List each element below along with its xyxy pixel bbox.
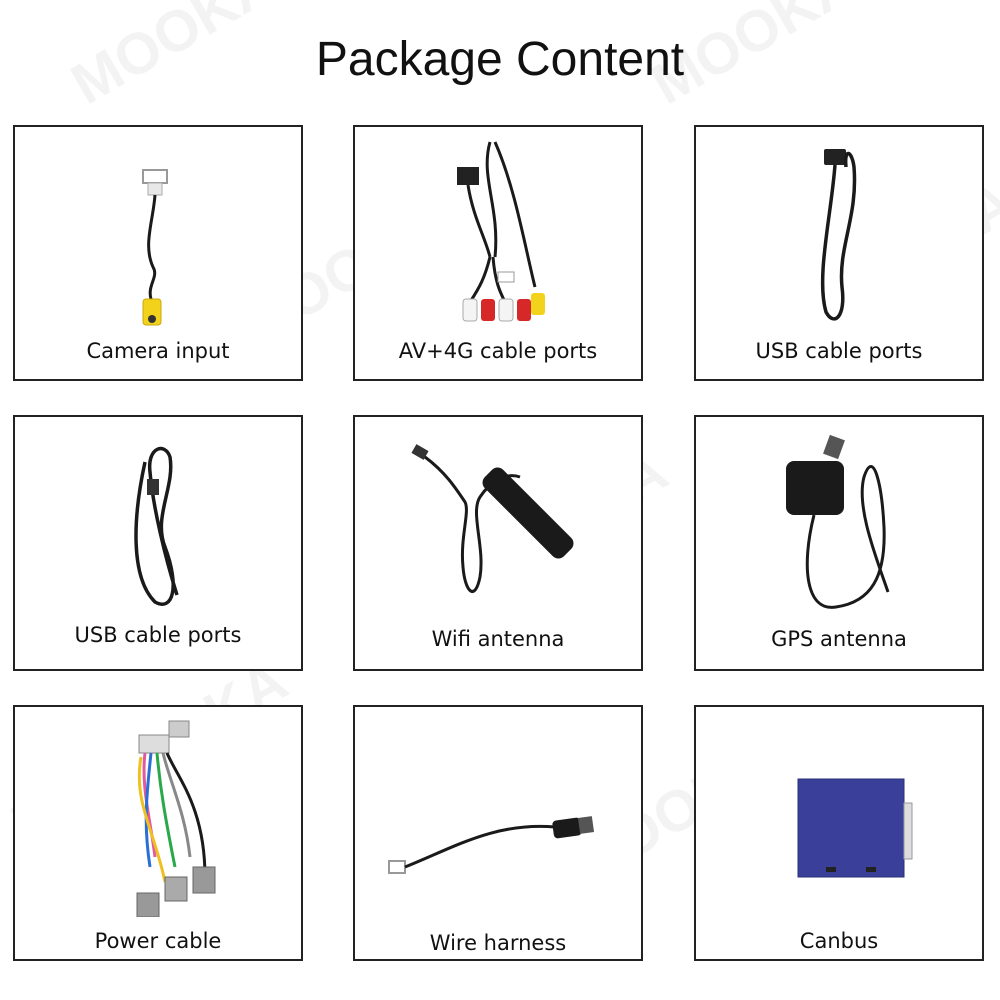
item-card-usb-cable-ports: USB cable ports [13, 415, 303, 671]
item-card-wifi-antenna: Wifi antenna [353, 415, 643, 671]
av-cable-image [457, 141, 545, 322]
usb-cable-image [820, 149, 857, 321]
item-card-gps-antenna: GPS antenna [694, 415, 984, 671]
camera-cable-image [142, 169, 168, 326]
item-card-usb-cable-ports: USB cable ports [694, 125, 984, 381]
item-label: USB cable ports [755, 339, 923, 363]
item-label: Camera input [86, 339, 230, 363]
power-cable-image [136, 720, 216, 917]
item-card-power-cable: Power cable [13, 705, 303, 961]
item-card-wire-harness: Wire harness [353, 705, 643, 961]
item-label: Canbus [799, 929, 879, 953]
canbus-box-image [797, 778, 913, 878]
item-label: AV+4G cable ports [398, 339, 598, 363]
item-label: GPS antenna [771, 627, 907, 651]
item-label: USB cable ports [74, 623, 242, 647]
item-card-camera-input: Camera input [13, 125, 303, 381]
item-card-canbus: Canbus [694, 705, 984, 961]
item-label: Wifi antenna [431, 627, 565, 651]
item-label: Wire harness [429, 931, 567, 955]
usb-cable-image [134, 446, 179, 606]
gps-antenna-image [786, 434, 890, 609]
page-title: Package Content [315, 33, 685, 86]
wire-harness-image [388, 816, 595, 874]
item-card-av-4g-cable: AV+4G cable ports [353, 125, 643, 381]
wifi-antenna-image [411, 444, 574, 593]
item-label: Power cable [94, 929, 222, 953]
